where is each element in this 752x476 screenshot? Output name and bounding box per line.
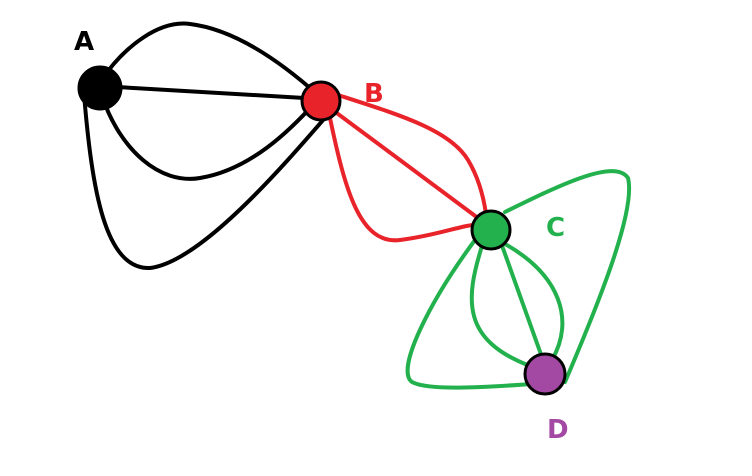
- node-label-d: D: [547, 415, 569, 445]
- edges-c-d: [405, 169, 632, 390]
- edge-c-d-outer-left: [405, 234, 534, 390]
- node-b: [300, 80, 342, 122]
- edges-a-b: [82, 21, 332, 271]
- edges-b-c: [328, 93, 488, 243]
- node-label-a: A: [74, 27, 94, 57]
- node-a: [77, 65, 123, 111]
- edge-b-c-lower: [328, 116, 484, 243]
- edge-c-d-outer-right: [503, 169, 632, 384]
- edge-b-c-straight: [328, 106, 488, 226]
- edge-c-d-straight: [498, 238, 545, 362]
- edge-c-d-left: [469, 244, 532, 368]
- node-label-c: C: [546, 213, 565, 243]
- edge-b-c-upper: [336, 93, 488, 216]
- edge-a-b-lower: [100, 94, 314, 181]
- node-label-b: B: [364, 79, 384, 109]
- node-d: [523, 352, 567, 396]
- node-c: [470, 209, 512, 251]
- edge-c-d-right: [503, 242, 565, 362]
- edge-a-b-upper: [98, 21, 320, 97]
- edge-a-b-straight: [98, 84, 323, 101]
- edge-a-b-outer: [82, 92, 332, 271]
